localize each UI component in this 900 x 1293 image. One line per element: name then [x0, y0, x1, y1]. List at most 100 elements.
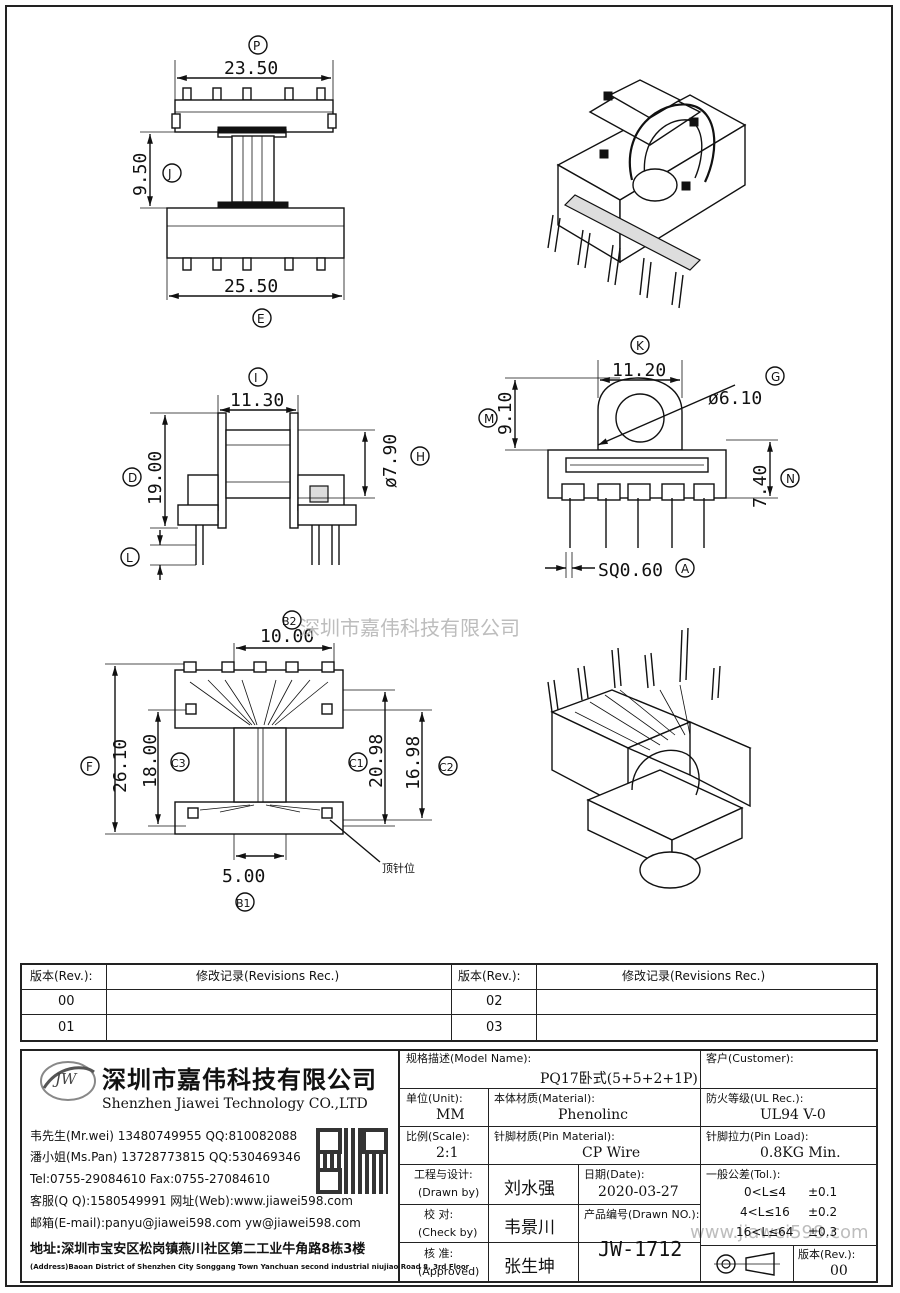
- dim-e-tag: E: [257, 312, 265, 326]
- check-value: 韦景川: [504, 1218, 555, 1238]
- pin-load-label: 针脚拉力(Pin Load):: [706, 1130, 809, 1143]
- dim-h-tag: H: [416, 450, 425, 464]
- dim-c2-tag: C2: [439, 761, 454, 774]
- pin-material-label: 针脚材质(Pin Material):: [494, 1130, 615, 1143]
- drawn-no-value: JW-1712: [598, 1237, 683, 1261]
- company-logo: JW: [38, 1058, 98, 1104]
- dim-n-tag: N: [786, 472, 795, 486]
- company-name-en: Shenzhen Jiawei Technology CO.,LTD: [102, 1096, 368, 1112]
- tol-range-0: 0<L≤4: [744, 1185, 787, 1199]
- tol-value-0: ±0.1: [808, 1185, 838, 1199]
- dim-j-tag: J: [167, 167, 172, 181]
- dim-b2-tag: B2: [282, 615, 297, 628]
- dim-c3-tag: C3: [171, 757, 186, 770]
- top-view: [140, 35, 345, 328]
- rec-col-header-left: 修改记录(Revisions Rec.): [196, 969, 340, 983]
- dim-n-value: 7.40: [750, 465, 771, 508]
- pin-material-value: CP Wire: [582, 1145, 641, 1161]
- dim-p-tag: P: [253, 39, 260, 53]
- dim-c1-tag: C1: [349, 757, 364, 770]
- dim-c3-value: 18.00: [140, 734, 161, 788]
- bottom-view: [80, 610, 458, 912]
- drawn-value: 刘水强: [504, 1179, 555, 1199]
- dim-c2-value: 16.98: [403, 736, 424, 790]
- pin-note: 顶针位: [382, 861, 415, 875]
- dim-f-value: 26.10: [110, 739, 131, 793]
- dim-i-value: 11.30: [230, 390, 284, 411]
- contact-line-2: 潘小姐(Ms.Pan) 13728773815 QQ:530469346: [30, 1150, 301, 1164]
- dim-g-tag: G: [771, 370, 780, 384]
- dim-m-value: 9.10: [495, 392, 516, 435]
- logo-text: JW: [55, 1070, 77, 1088]
- dim-b1-value: 5.00: [222, 866, 265, 887]
- dim-j-value: 9.50: [130, 153, 151, 196]
- isometric-view-top: [547, 79, 747, 309]
- scale-value: 2:1: [436, 1145, 459, 1161]
- date-value: 2020-03-27: [598, 1184, 679, 1200]
- dim-i-tag: I: [254, 371, 258, 385]
- dim-k-tag: K: [636, 339, 645, 353]
- approve-value: 张生坤: [504, 1257, 555, 1277]
- tol-label: 一般公差(Tol.):: [706, 1168, 781, 1181]
- dim-f-tag: F: [86, 760, 93, 774]
- ul-label: 防火等级(UL Rec.):: [706, 1092, 804, 1105]
- side-view: [120, 367, 430, 580]
- dim-d-value: 19.00: [145, 451, 166, 505]
- dim-a-tag: A: [681, 562, 690, 576]
- projection-symbol-icon: [712, 1250, 782, 1278]
- company-name-cn: 深圳市嘉伟科技有限公司: [102, 1066, 377, 1094]
- dim-m-tag: M: [484, 412, 494, 426]
- contact-line-3: Tel:0755-29084610 Fax:0755-27084610: [30, 1172, 271, 1186]
- rev-row-1-right: 03: [486, 1020, 503, 1035]
- tol-value-2: ±0.3: [808, 1225, 838, 1239]
- drawing-sheet: [5, 5, 893, 1287]
- dim-h-value: 7.90: [380, 434, 401, 477]
- dim-a-value: SQ0.60: [598, 560, 663, 581]
- drawn-no-label: 产品编号(Drawn NO.):: [584, 1208, 700, 1221]
- watermark: 深圳市嘉伟科技有限公司: [300, 616, 520, 640]
- material-value: Phenolinc: [558, 1107, 628, 1123]
- rev-row-1-left: 01: [58, 1020, 75, 1035]
- rev-col-header-left: 版本(Rev.):: [30, 969, 93, 983]
- dim-l-tag: L: [126, 551, 133, 565]
- rev-value: 00: [830, 1263, 848, 1279]
- customer-label: 客户(Customer):: [706, 1052, 794, 1065]
- dim-g-value: 6.10: [719, 388, 762, 409]
- contact-line-5: 邮箱(E-mail):panyu@jiawei598.com yw@jiawei…: [30, 1216, 361, 1230]
- unit-label: 单位(Unit):: [406, 1092, 463, 1105]
- rev-col-header-right: 版本(Rev.):: [458, 969, 521, 983]
- rev-row-0-left: 00: [58, 994, 75, 1009]
- pin-load-value: 0.8KG Min.: [760, 1145, 841, 1161]
- isometric-view-bottom: [547, 627, 752, 889]
- drawn-label-en: (Drawn by): [418, 1186, 480, 1199]
- check-label: 校 对:: [424, 1208, 454, 1221]
- dim-b1-tag: B1: [236, 897, 251, 910]
- unit-value: MM: [436, 1107, 465, 1123]
- dim-k-value: 11.20: [612, 360, 666, 381]
- address-cn: 地址:深圳市宝安区松岗镇燕川社区第二工业牛角路8栋3楼: [30, 1242, 366, 1257]
- dim-c1-value: 20.98: [366, 734, 387, 788]
- scale-label: 比例(Scale):: [406, 1130, 470, 1143]
- date-label: 日期(Date):: [584, 1168, 645, 1181]
- address-en: (Address)Baoan District of Shenzhen City…: [30, 1263, 470, 1271]
- model-label: 规格描述(Model Name):: [406, 1052, 532, 1065]
- svg-text:ø7.90: ø7.90: [380, 434, 401, 488]
- ul-value: UL94 V-0: [760, 1107, 826, 1123]
- tol-range-2: 16<L≤64: [736, 1225, 794, 1239]
- contact-line-4: 客服(Q Q):1580549991 网址(Web):www.jiawei598…: [30, 1194, 353, 1208]
- rec-col-header-right: 修改记录(Revisions Rec.): [622, 969, 766, 983]
- qr-code: [316, 1128, 388, 1194]
- svg-text:ø6.10: ø6.10: [708, 388, 762, 409]
- contact-line-1: 韦先生(Mr.wei) 13480749955 QQ:810082088: [30, 1129, 298, 1143]
- end-view: [478, 335, 800, 578]
- dim-e-value: 25.50: [224, 276, 278, 297]
- dim-g-prefix: ø: [708, 388, 719, 409]
- rev-row-0-right: 02: [486, 994, 503, 1009]
- tol-value-1: ±0.2: [808, 1205, 838, 1219]
- model-value: PQ17卧式(5+5+2+1P): [540, 1071, 698, 1087]
- material-label: 本体材质(Material):: [494, 1092, 595, 1105]
- dim-d-tag: D: [128, 471, 137, 485]
- check-label-en: (Check by): [418, 1226, 478, 1239]
- rev-label: 版本(Rev.):: [798, 1248, 856, 1261]
